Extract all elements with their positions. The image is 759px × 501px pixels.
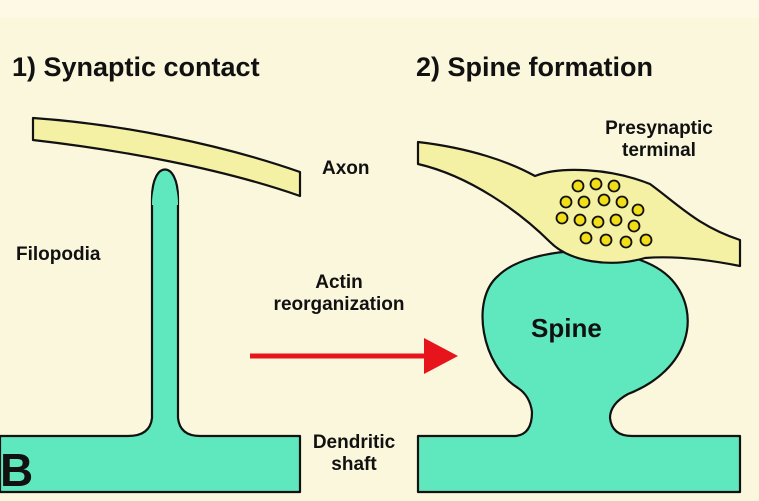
- vesicle: [593, 217, 604, 228]
- dendritic-shaft-left: [0, 170, 300, 493]
- vesicle: [599, 195, 610, 206]
- axon-label: Axon: [322, 158, 370, 180]
- vesicle: [591, 179, 602, 190]
- vesicle: [629, 221, 640, 232]
- actin-reorganization-line-1: Actin: [244, 272, 434, 294]
- spine-label: Spine: [531, 313, 602, 344]
- vesicle: [575, 215, 586, 226]
- actin-arrow-head: [424, 338, 458, 374]
- presynaptic-terminal-label: Presynaptic terminal: [584, 118, 734, 163]
- actin-reorganization-label: Actin reorganization: [244, 272, 434, 317]
- presynaptic-terminal-line-1: Presynaptic: [584, 118, 734, 140]
- vesicle: [557, 213, 568, 224]
- vesicle: [601, 235, 612, 246]
- vesicle: [579, 197, 590, 208]
- dendritic-shaft-label: Dendritic shaft: [294, 432, 414, 477]
- vesicle: [561, 197, 572, 208]
- filopodia-label: Filopodia: [16, 244, 100, 266]
- step1-title: 1) Synaptic contact: [12, 52, 260, 84]
- step2-title: 2) Spine formation: [416, 52, 653, 84]
- top-band: [0, 0, 759, 18]
- vesicle: [573, 181, 584, 192]
- dendritic-shaft-line-2: shaft: [294, 454, 414, 476]
- vesicle: [617, 197, 628, 208]
- actin-reorganization-line-2: reorganization: [244, 294, 434, 316]
- panel-letter: B: [0, 443, 33, 497]
- dendritic-shaft-line-1: Dendritic: [294, 432, 414, 454]
- presynaptic-terminal-line-2: terminal: [584, 140, 734, 162]
- vesicle: [641, 235, 652, 246]
- vesicle: [609, 181, 620, 192]
- vesicle: [621, 237, 632, 248]
- vesicle: [611, 215, 622, 226]
- spine-and-shaft: [418, 251, 740, 492]
- vesicle: [581, 233, 592, 244]
- vesicle: [633, 205, 644, 216]
